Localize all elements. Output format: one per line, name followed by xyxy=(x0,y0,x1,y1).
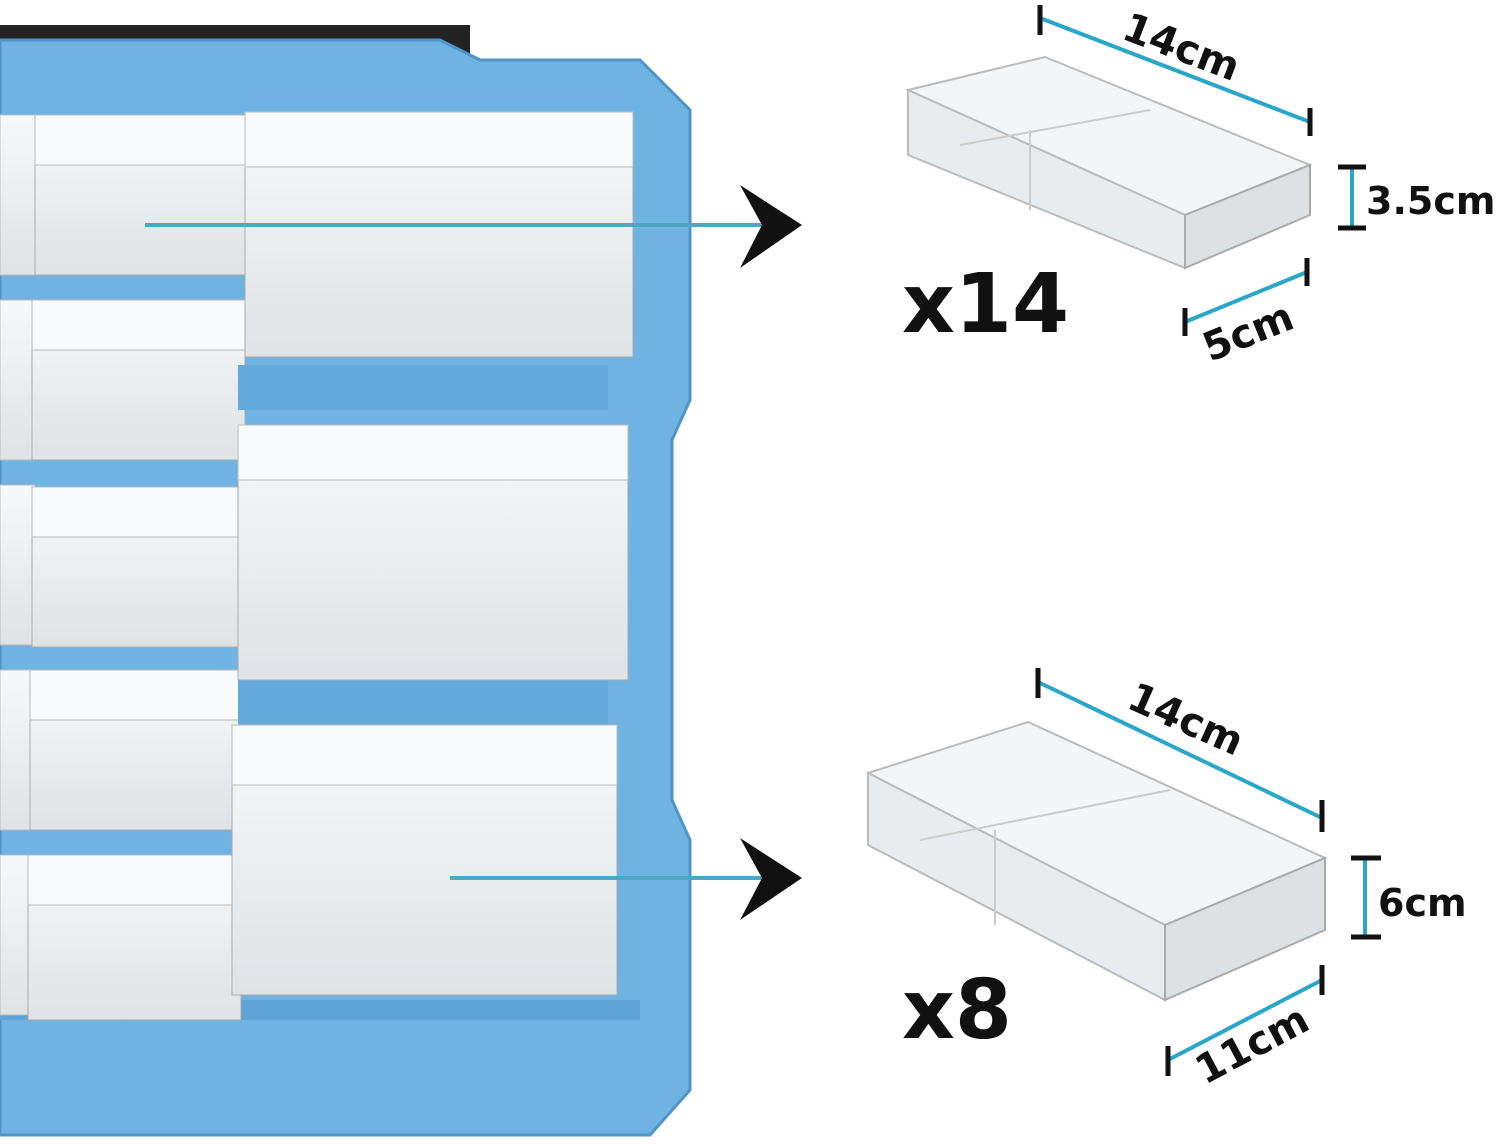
large-drawers-column xyxy=(231,111,634,996)
large-drawer xyxy=(231,724,618,996)
large-drawer xyxy=(244,111,634,358)
small-drawer-count: x14 xyxy=(902,257,1069,352)
small-drawer xyxy=(29,669,244,831)
small-height-dimension: 3.5cm xyxy=(1338,164,1495,231)
large-height-label: 6cm xyxy=(1378,881,1467,925)
arrow-right-icon xyxy=(740,185,802,268)
small-drawer xyxy=(27,854,242,1021)
large-drawer-illustration xyxy=(865,720,1328,1002)
small-drawer-illustration xyxy=(904,55,1313,270)
arrow-right-icon xyxy=(740,838,802,920)
large-height-dimension: 6cm xyxy=(1351,855,1467,940)
small-width-dimension: 5cm xyxy=(1182,258,1310,372)
small-drawer xyxy=(31,486,246,648)
small-width-label: 5cm xyxy=(1197,294,1301,372)
large-width-label: 11cm xyxy=(1188,996,1316,1093)
small-drawer xyxy=(34,114,251,276)
small-height-label: 3.5cm xyxy=(1366,179,1495,223)
large-drawer xyxy=(237,424,629,681)
small-length-label: 14cm xyxy=(1116,4,1246,90)
small-drawers-column xyxy=(27,114,251,1021)
large-drawer-count: x8 xyxy=(902,963,1012,1058)
small-drawer xyxy=(31,299,246,461)
organizer-cabinet xyxy=(0,25,692,1137)
